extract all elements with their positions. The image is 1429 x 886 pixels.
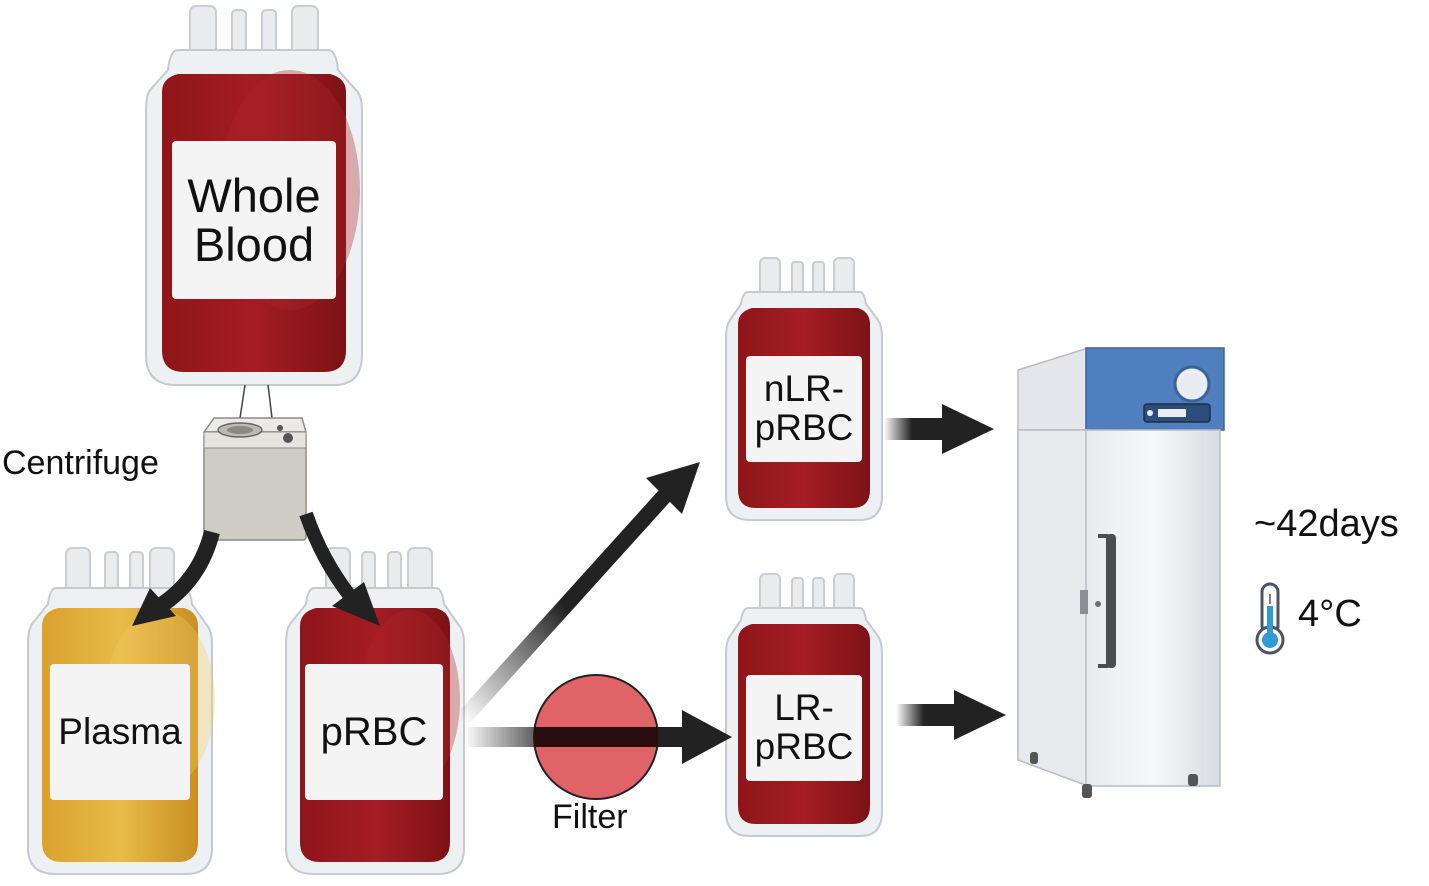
prbc-label-text: pRBC <box>320 710 428 754</box>
centrifuge-icon <box>202 384 307 541</box>
prbc-label: pRBC <box>305 664 443 800</box>
whole-blood-label-line2: Blood <box>193 218 315 271</box>
storage-duration: ~42days <box>1254 503 1399 545</box>
arrow-to-nlr-prbc <box>456 462 700 726</box>
storage-temperature: 4°C <box>1298 593 1362 635</box>
plasma-label-text: Plasma <box>58 710 182 752</box>
arrow-to-lr-prbc <box>464 710 732 764</box>
nlr-prbc-label: nLR- pRBC <box>746 356 862 462</box>
arrow-to-plasma <box>132 529 220 626</box>
whole-blood-label: Whole Blood <box>172 141 336 299</box>
arrow-nlr-to-fridge <box>884 404 994 454</box>
centrifuge-label: Centrifuge <box>2 444 159 482</box>
lr-prbc-label-line2: pRBC <box>754 726 854 767</box>
lr-prbc-label: LR- pRBC <box>746 675 862 781</box>
thermometer-icon <box>1255 582 1285 655</box>
filter-label: Filter <box>552 798 628 836</box>
arrow-to-prbc <box>299 511 380 626</box>
lr-prbc-label-line1: LR- <box>774 687 834 729</box>
nlr-prbc-label-line2: pRBC <box>754 407 854 448</box>
refrigerator-icon <box>1017 346 1225 798</box>
whole-blood-label-line1: Whole <box>187 168 321 222</box>
nlr-prbc-label-line1: nLR- <box>763 368 845 410</box>
arrow-lr-to-fridge <box>896 690 1006 740</box>
plasma-label: Plasma <box>50 664 190 800</box>
